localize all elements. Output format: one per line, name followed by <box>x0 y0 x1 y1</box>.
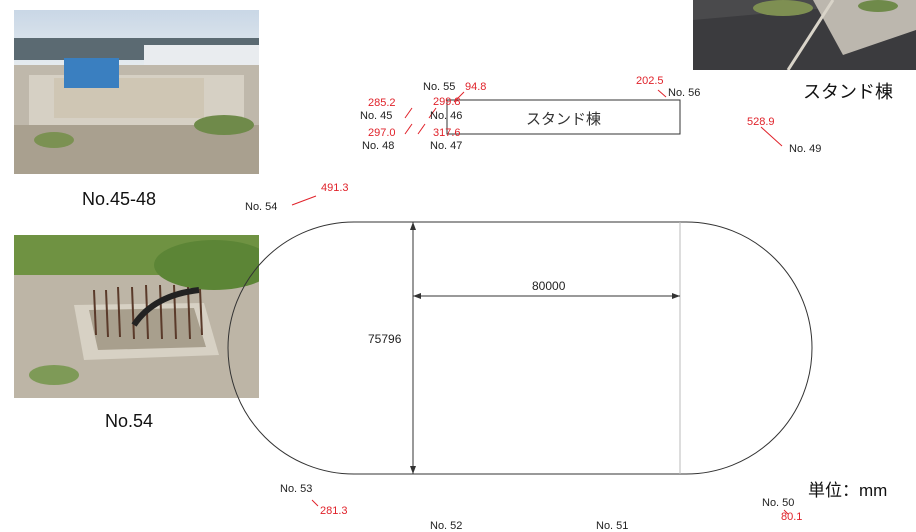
photo-no54-image <box>14 235 259 398</box>
photo-no54 <box>14 235 259 398</box>
caption-stand-building: スタンド棟 <box>803 82 893 102</box>
value-no50: 80.1 <box>781 511 803 523</box>
height-arrow-top <box>410 222 416 230</box>
photo-no45-48 <box>14 10 259 174</box>
point-no52: No. 52 <box>430 520 463 532</box>
width-dimension-label: 80000 <box>532 279 566 293</box>
point-no50: No. 50 <box>762 497 795 509</box>
height-arrow-bottom <box>410 466 416 474</box>
photo-stand-building-image <box>693 0 916 70</box>
value-no53: 281.3 <box>320 505 348 517</box>
width-arrow-left <box>413 293 421 299</box>
photo-no45-48-image <box>14 10 259 174</box>
point-no47: No. 47 <box>430 140 463 152</box>
stand-building-outline <box>446 99 681 135</box>
point-no45: No. 45 <box>360 110 393 122</box>
point-no54: No. 54 <box>245 201 278 213</box>
value-no47: 317.6 <box>433 127 461 139</box>
value-no46: 299.8 <box>433 96 461 108</box>
marker-no55 <box>453 91 465 103</box>
marker-no47 <box>417 123 426 135</box>
photo-stand-building <box>693 0 916 70</box>
value-no48: 297.0 <box>368 127 396 139</box>
marker-no54 <box>291 195 317 206</box>
value-no55: 94.8 <box>465 81 487 93</box>
point-no55: No. 55 <box>423 81 456 93</box>
marker-no49 <box>760 126 783 147</box>
stand-building-label: スタンド棟 <box>526 111 602 128</box>
caption-no54: No.54 <box>105 411 154 431</box>
track-outline <box>227 221 813 475</box>
value-no49: 528.9 <box>747 116 775 128</box>
point-no51: No. 51 <box>596 520 629 532</box>
point-no56: No. 56 <box>668 87 701 99</box>
marker-no48 <box>404 123 413 135</box>
point-no49: No. 49 <box>789 143 822 155</box>
value-no45: 285.2 <box>368 97 396 109</box>
value-no56: 202.5 <box>636 75 664 87</box>
caption-no45-48: No.45-48 <box>82 189 157 209</box>
marker-no50 <box>783 509 789 515</box>
point-no46: No. 46 <box>430 110 463 122</box>
marker-no46 <box>428 107 437 119</box>
unit-label: 単位：mm <box>808 481 888 500</box>
marker-no53 <box>311 499 319 507</box>
marker-no45 <box>404 107 413 119</box>
value-no54: 491.3 <box>321 182 349 194</box>
marker-no56 <box>657 89 667 98</box>
width-arrow-right <box>672 293 680 299</box>
point-no48: No. 48 <box>362 140 395 152</box>
height-dimension-label: 75796 <box>368 332 402 346</box>
point-no53: No. 53 <box>280 483 313 495</box>
